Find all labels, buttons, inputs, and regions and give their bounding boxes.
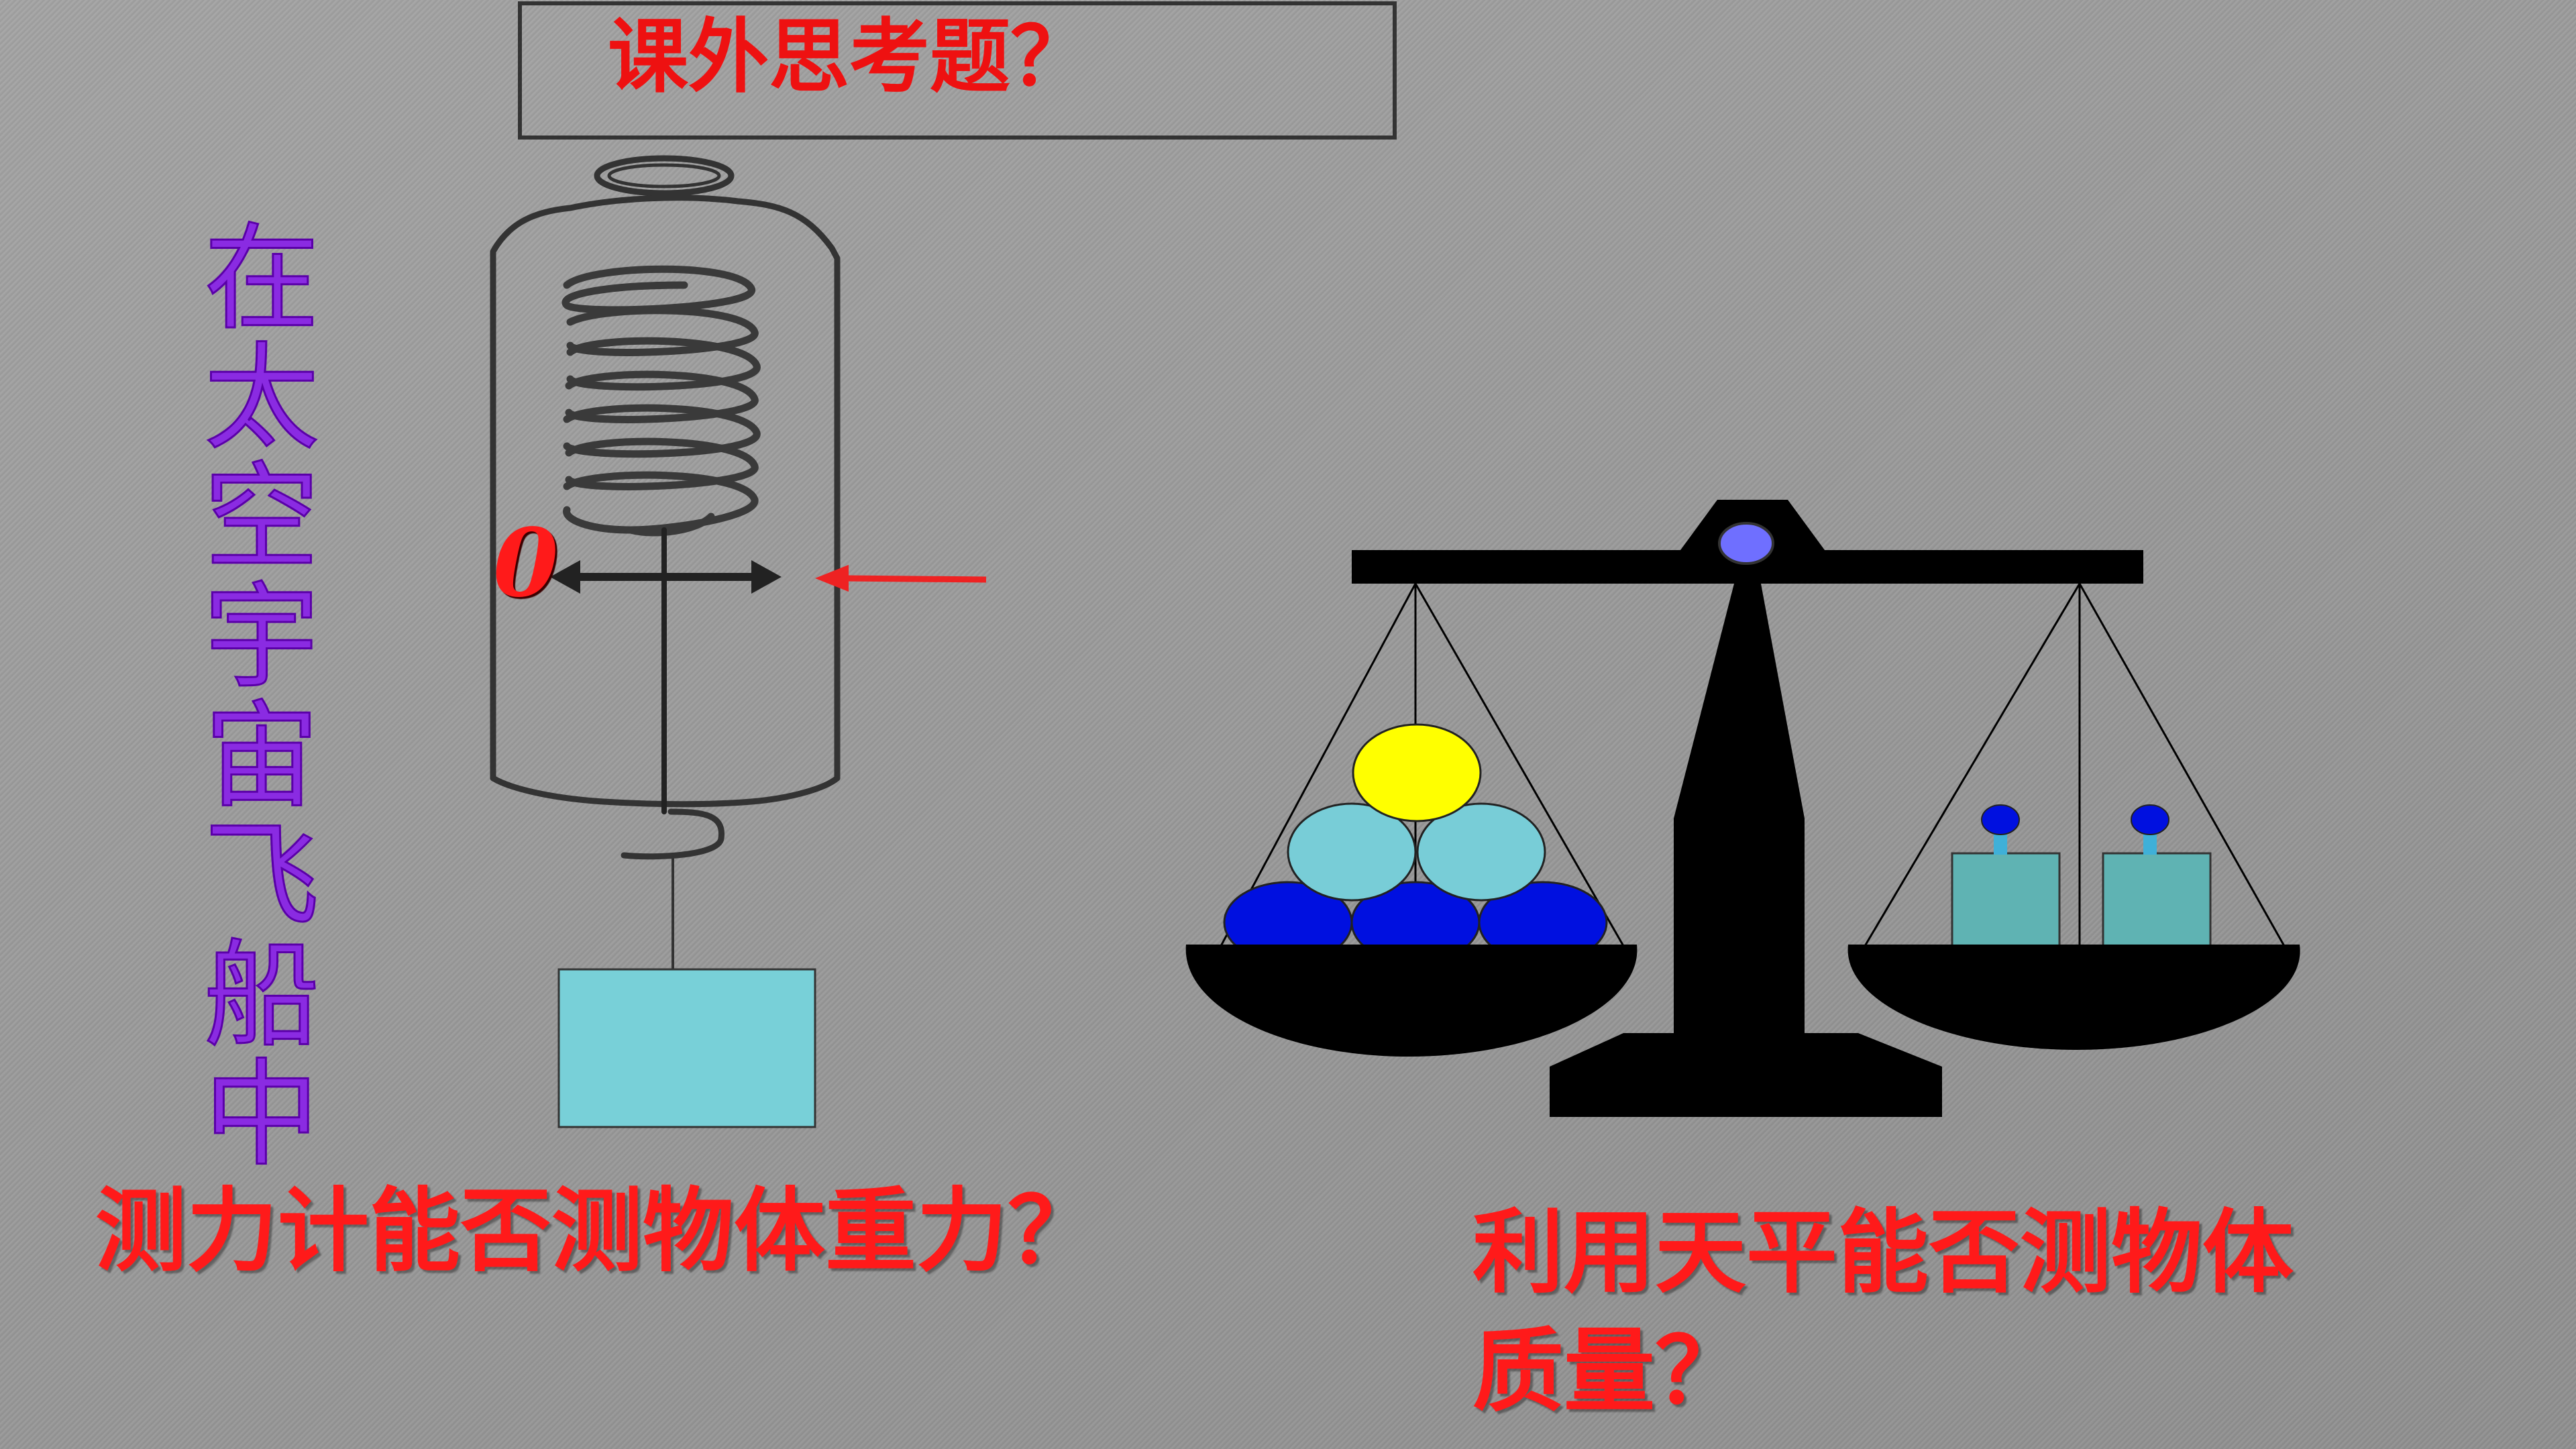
question-spring-scale: 测力计能否测物体重力？ bbox=[95, 1179, 1099, 1285]
question-balance-line2: 质量？ bbox=[1472, 1318, 1746, 1425]
caption-char: 船 bbox=[203, 928, 321, 1063]
question-balance-line1: 利用天平能否测物体 bbox=[1472, 1200, 2294, 1306]
right-pan-strings bbox=[1864, 583, 2286, 947]
caption-char: 宇 bbox=[203, 570, 321, 704]
caption-char: 在 bbox=[203, 211, 321, 346]
scale-ring bbox=[594, 155, 735, 197]
hanging-weight-block bbox=[557, 968, 816, 1128]
spring-coils bbox=[561, 265, 761, 537]
title-box: 课外思考题？ bbox=[518, 1, 1397, 140]
scale-casing-bottom bbox=[490, 775, 841, 808]
balance-scale-icon bbox=[1185, 500, 2300, 1117]
arrow-icon bbox=[815, 565, 987, 592]
vertical-caption: 在 太 空 宇 宙 飞 船 中 bbox=[195, 211, 329, 1182]
left-pan bbox=[1185, 945, 1638, 1057]
question-balance: 利用天平能否测物体 质量？ bbox=[1472, 1194, 2519, 1432]
page-title: 课外思考题？ bbox=[608, 11, 1091, 104]
scale-ring-inner bbox=[607, 163, 721, 189]
caption-char: 中 bbox=[203, 1047, 321, 1182]
caption-char: 太 bbox=[203, 331, 321, 466]
pivot-cap bbox=[1718, 522, 1774, 565]
scale-hook bbox=[621, 808, 724, 860]
balance-base bbox=[1550, 1033, 1942, 1117]
pointer-double-arrow bbox=[550, 560, 782, 594]
left-pan-balls bbox=[1223, 723, 1608, 964]
balance-column bbox=[1674, 584, 1805, 1046]
scale-casing bbox=[490, 195, 841, 782]
scale-zero-label: 0 bbox=[493, 508, 559, 619]
caption-char: 空 bbox=[203, 450, 321, 585]
right-pan bbox=[1847, 945, 2300, 1050]
right-pan-masses bbox=[1951, 804, 2212, 949]
caption-char: 飞 bbox=[203, 808, 321, 943]
caption-char: 宙 bbox=[203, 689, 321, 824]
